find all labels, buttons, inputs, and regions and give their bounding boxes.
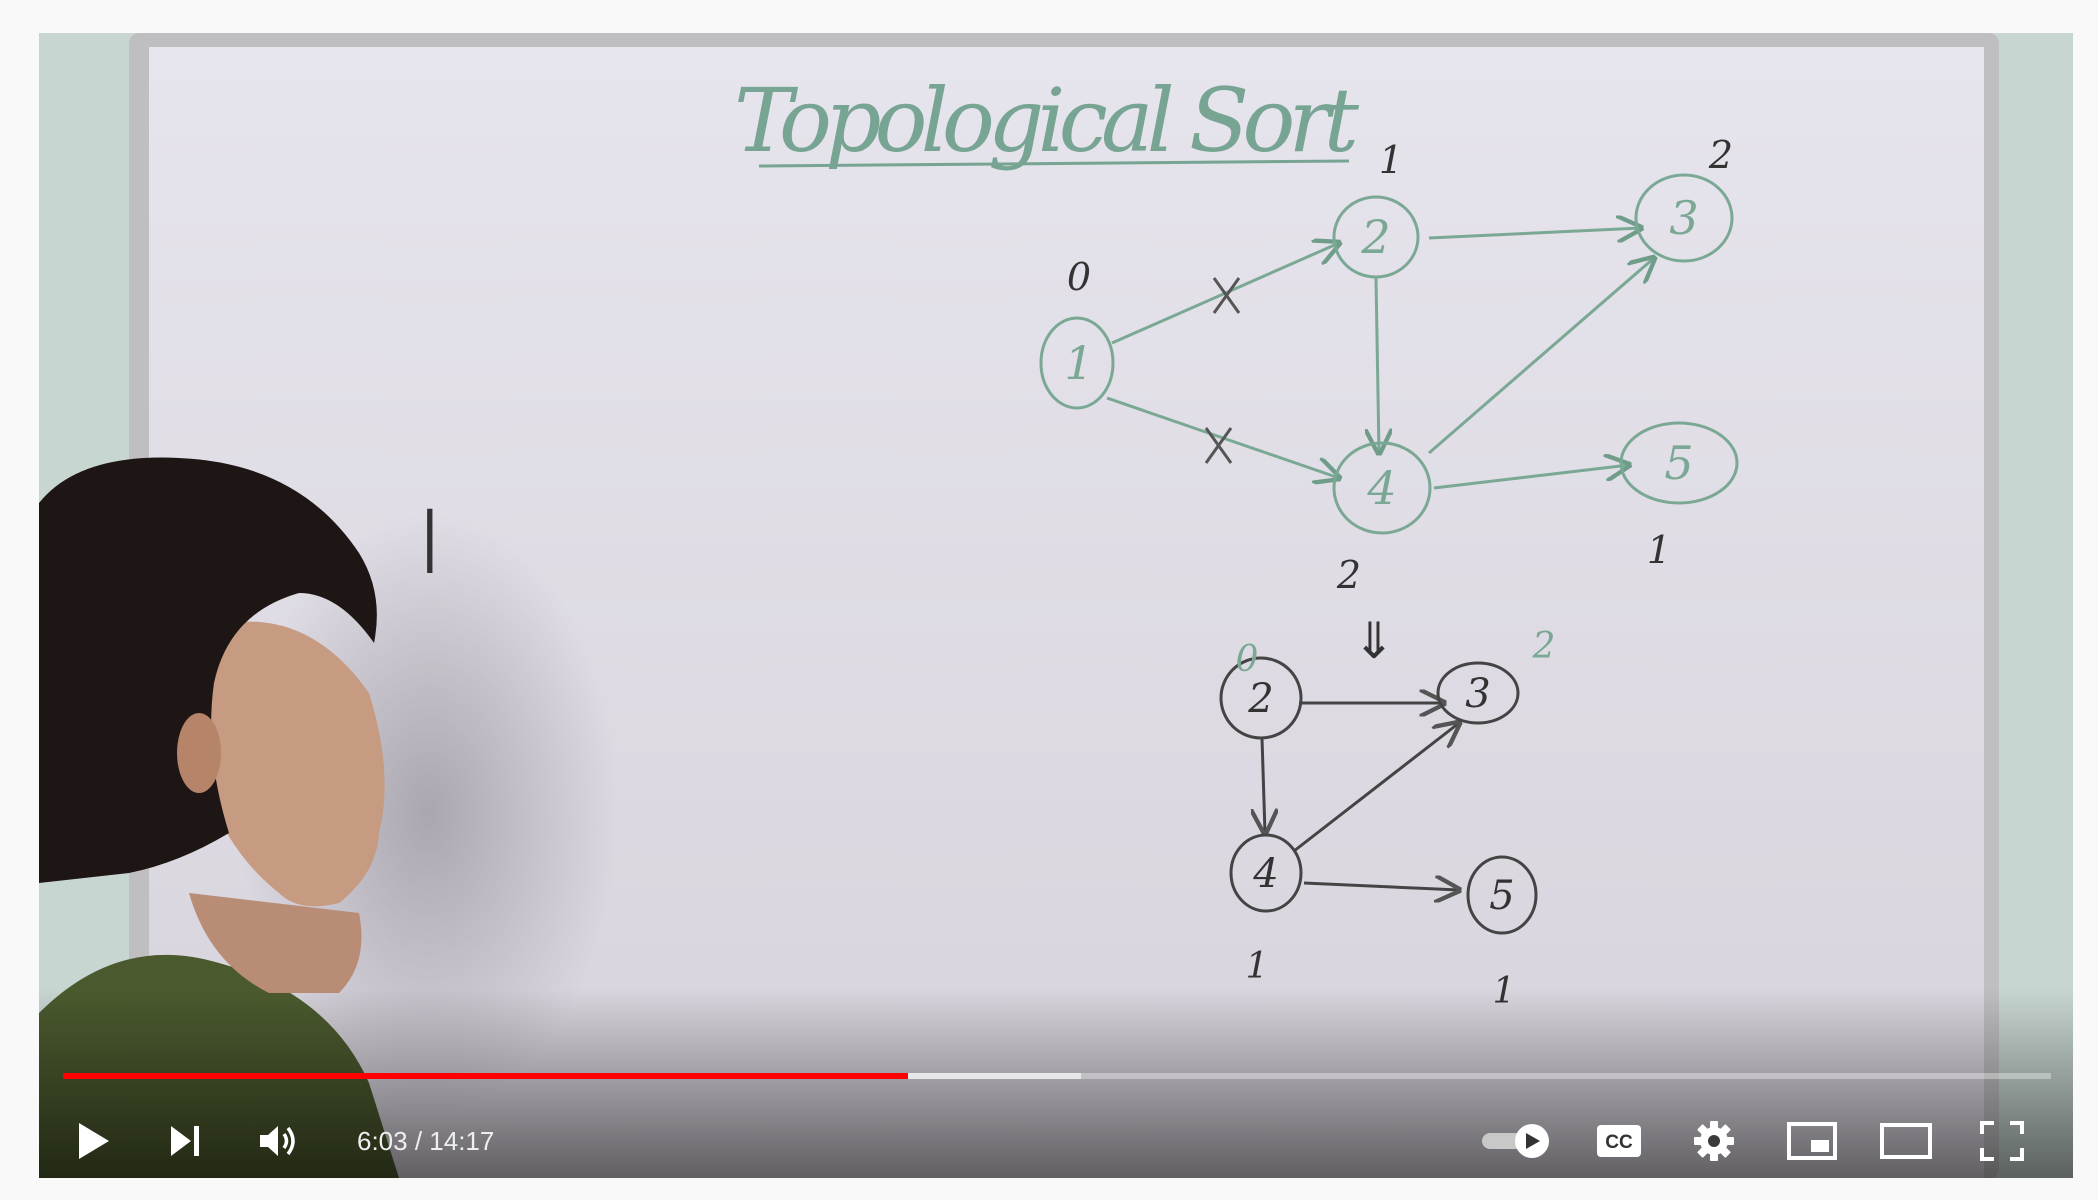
edge-cross-mark (1212, 277, 1241, 314)
fullscreen-button[interactable] (1974, 1115, 2030, 1167)
video-frame: Topological Sort 1 2 3 4 5 (39, 33, 2073, 1178)
time-separator: / (407, 1125, 430, 1156)
graph-bottom-node-2-label: 2 (1247, 676, 1273, 722)
graph-top-node-4-indegree: 2 (1336, 553, 1361, 597)
volume-icon (260, 1126, 295, 1156)
graph-top-node-2 (1332, 195, 1420, 279)
graph-top-node-5-label: 5 (1664, 436, 1693, 490)
next-button[interactable] (159, 1115, 211, 1167)
graph-bottom-node-3 (1436, 661, 1520, 725)
fullscreen-icon (1980, 1121, 2024, 1161)
board-title: Topological Sort (734, 69, 1360, 172)
play-icon (79, 1123, 109, 1159)
time-display: 6:03 / 14:17 (357, 1115, 494, 1167)
graph-bottom-node-5-indegree: 1 (1493, 971, 1516, 1012)
progress-bar[interactable] (63, 1073, 2051, 1079)
edge-b-2-4 (1262, 737, 1265, 833)
graph-top-node-4 (1332, 441, 1432, 535)
miniplayer-icon (1787, 1122, 1837, 1160)
captions-button[interactable]: CC (1591, 1115, 1647, 1167)
graph-bottom-node-3-label: 3 (1465, 671, 1490, 717)
edge-4-3 (1428, 258, 1654, 455)
edge-b-4-3 (1293, 723, 1459, 853)
graph-top-node-3 (1634, 173, 1734, 263)
cc-icon: CC (1597, 1125, 1641, 1157)
miniplayer-button[interactable] (1783, 1115, 1841, 1167)
svg-text:CC: CC (1605, 1132, 1633, 1153)
graph-bottom-node-4-label: 4 (1252, 851, 1278, 897)
video-player[interactable]: Topological Sort 1 2 3 4 5 (39, 33, 2073, 1178)
volume-button[interactable] (251, 1115, 307, 1167)
theater-icon (1880, 1123, 1932, 1159)
graph-bottom-node-5-label: 5 (1489, 873, 1514, 919)
graph-top-node-2-indegree: 1 (1379, 138, 1403, 182)
equivalence-mark: ⇓ (1353, 612, 1395, 670)
graph-top (1039, 173, 1739, 535)
progress-played (63, 1073, 908, 1079)
gear-icon (1694, 1121, 1734, 1161)
presenter (39, 457, 399, 1178)
graph-bottom-node-4-indegree: 1 (1246, 946, 1269, 987)
edge-2-3 (1428, 228, 1641, 238)
next-icon (171, 1126, 199, 1156)
graph-bottom-node-5 (1466, 855, 1538, 935)
graph-top-node-4-label: 4 (1366, 461, 1396, 515)
play-button[interactable] (67, 1115, 119, 1167)
graph-bottom-node-2-indegree: 0 (1236, 639, 1259, 680)
graph-bottom-node-3-indegree: 2 (1532, 626, 1556, 667)
autoplay-toggle-icon (1482, 1124, 1549, 1158)
settings-button[interactable] (1686, 1115, 1742, 1167)
graph-top-node-1-label: 1 (1064, 336, 1093, 390)
graph-bottom (1219, 656, 1538, 935)
graph-top-node-1 (1039, 316, 1115, 410)
graph-top-node-5-indegree: 1 (1647, 528, 1671, 572)
edge-4-5 (1433, 465, 1629, 490)
graph-bottom-node-2 (1219, 656, 1303, 740)
graph-top-node-3-indegree: 2 (1708, 133, 1733, 177)
graph-bottom-node-4 (1229, 833, 1303, 913)
theater-mode-button[interactable] (1877, 1115, 1935, 1167)
graph-top-node-1-indegree: 0 (1067, 255, 1091, 299)
duration: 14:17 (429, 1125, 495, 1156)
edge-2-4 (1376, 277, 1379, 453)
graph-top-node-3-label: 3 (1669, 191, 1698, 245)
edge-b-4-5 (1303, 883, 1459, 890)
edge-cross-mark (1204, 427, 1233, 464)
graph-top-node-5 (1619, 421, 1739, 505)
board-side-mark: | (419, 500, 441, 574)
graph-top-node-2-label: 2 (1360, 210, 1390, 264)
autoplay-toggle[interactable] (1477, 1115, 1557, 1167)
current-time: 6:03 (357, 1125, 408, 1156)
